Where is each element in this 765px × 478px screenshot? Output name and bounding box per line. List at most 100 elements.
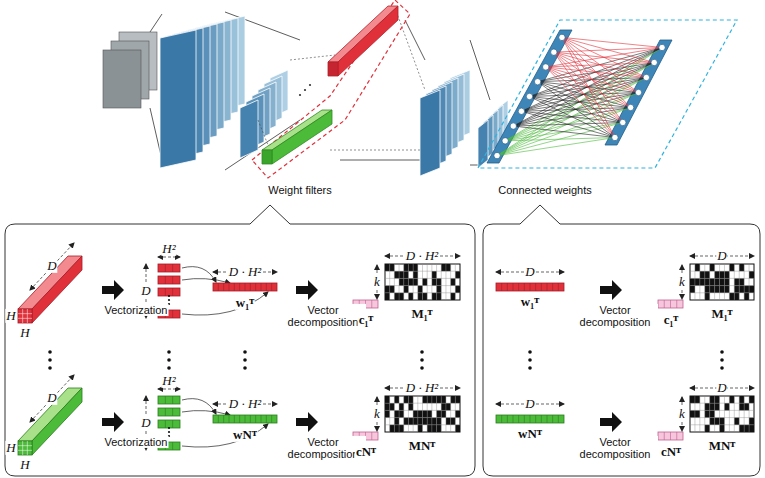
matrix-grid <box>704 264 705 300</box>
vector-segment <box>261 283 262 291</box>
matrix-cell <box>729 264 734 271</box>
neuron <box>620 119 626 125</box>
matrix-cell <box>399 425 404 432</box>
matrix-cell <box>399 410 404 417</box>
matrix-cell <box>418 418 423 425</box>
vector-segment <box>507 415 508 423</box>
neuron <box>526 93 532 99</box>
ellipsis-dot <box>304 89 306 91</box>
concat-arrow <box>182 292 268 315</box>
neuron <box>551 49 557 55</box>
matrix-grid <box>709 264 710 300</box>
matrix-grid <box>699 264 700 300</box>
matrix-cell <box>724 403 729 410</box>
math-symbol: D · H² <box>228 397 262 411</box>
matrix-cell <box>408 278 413 285</box>
ellipsis-dot <box>309 84 311 86</box>
math-symbol: D <box>46 391 57 405</box>
matrix-grid <box>729 396 730 432</box>
matrix-cell <box>734 278 739 285</box>
matrix-cell <box>705 425 710 432</box>
matrix-cell <box>394 396 399 403</box>
ellipsis-dot <box>420 366 424 370</box>
vector-segment <box>218 415 219 423</box>
matrix-grid <box>445 264 446 300</box>
matrix-cell <box>404 286 409 293</box>
matrix-grid <box>719 264 720 300</box>
matrix-cell <box>720 418 725 425</box>
matrix-cell <box>446 264 451 271</box>
vector-segment <box>245 415 246 423</box>
matrix-cell <box>432 293 437 300</box>
ellipsis-dot <box>720 358 724 362</box>
filter-grid <box>27 309 28 323</box>
connection-weight <box>562 37 623 122</box>
vector-segment <box>558 415 559 423</box>
matrix-grid <box>385 271 460 272</box>
matrix-grid <box>729 264 730 300</box>
ellipsis-dot <box>243 366 247 370</box>
matrix-cell <box>715 418 720 425</box>
matrix-cell <box>690 396 695 403</box>
vector-segment <box>664 300 665 308</box>
ellipsis-dot <box>48 350 52 354</box>
math-symbol: D · H² <box>405 249 439 263</box>
matrix-cell <box>695 278 700 285</box>
outline-line <box>405 20 425 60</box>
math-symbol: k <box>678 407 686 421</box>
step-label: Vector decomposition <box>572 436 658 460</box>
matrix-cell <box>451 293 456 300</box>
outline-line <box>470 40 490 100</box>
matrix-cell <box>715 278 720 285</box>
matrix-grid <box>417 396 418 432</box>
process-arrow <box>600 280 622 300</box>
filter-bar-side <box>272 110 332 164</box>
ellipsis-dot <box>167 366 171 370</box>
matrix-cell <box>441 264 446 271</box>
matrix-cell <box>394 425 399 432</box>
vector-segment <box>670 432 671 440</box>
matrix-grid <box>431 396 432 432</box>
dimension-line <box>158 257 180 258</box>
matrix-cell <box>451 396 456 403</box>
matrix-cell <box>455 425 460 432</box>
neuron <box>494 152 500 158</box>
vector-segment <box>547 283 548 291</box>
math-symbol: D <box>716 381 727 395</box>
matrix-grid <box>450 396 451 432</box>
matrix-cell <box>690 278 695 285</box>
vector-segment <box>670 300 671 308</box>
filter-slice <box>158 264 180 272</box>
process-arrow <box>296 280 318 300</box>
matrix-cell <box>720 278 725 285</box>
vector-segment <box>245 283 246 291</box>
step-label: Vector decomposition <box>280 304 366 328</box>
matrix-cell <box>720 286 725 293</box>
matrix-grid <box>413 264 414 300</box>
matrix-cell <box>441 403 446 410</box>
matrix-cell <box>710 286 715 293</box>
ellipsis-dot <box>167 350 171 354</box>
vector-segment <box>513 283 514 291</box>
connection-weight <box>505 48 662 141</box>
matrix-grid <box>455 396 456 432</box>
matrix-grid <box>749 264 750 300</box>
matrix-grid <box>408 264 409 300</box>
connection-weight <box>513 126 615 137</box>
connection-weight <box>554 52 615 137</box>
vector-segment <box>165 408 166 416</box>
matrix-grid <box>399 396 400 432</box>
neuron <box>635 89 641 95</box>
vector-segment <box>172 264 173 272</box>
binary-matrix <box>690 396 754 432</box>
filter-panel <box>5 205 475 476</box>
vector-segment <box>261 415 262 423</box>
neuron <box>510 123 516 129</box>
vector-segment <box>255 415 256 423</box>
matrix-cell <box>413 278 418 285</box>
matrix-cell <box>744 403 749 410</box>
matrix-cell <box>437 293 442 300</box>
matrix-cell <box>385 396 390 403</box>
neuron <box>534 79 540 85</box>
matrix-cell <box>690 286 695 293</box>
